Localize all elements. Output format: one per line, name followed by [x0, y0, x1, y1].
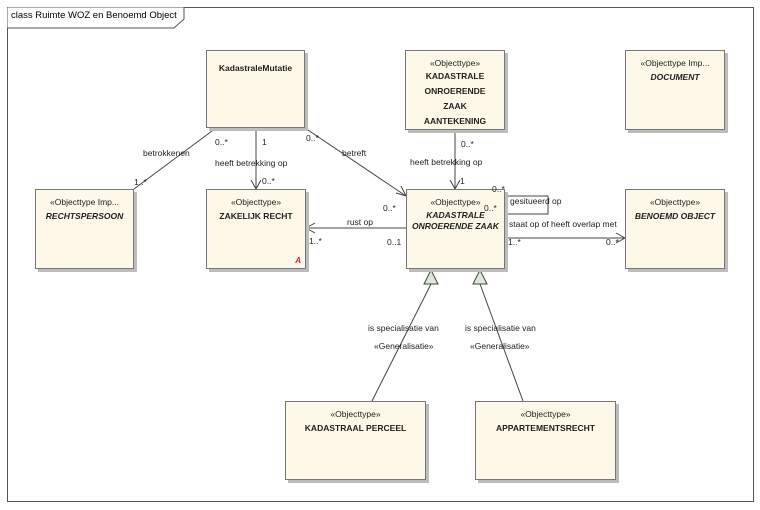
class-rechtspersoon[interactable]: «Objecttype Imp... RECHTSPERSOON — [35, 189, 134, 269]
class-benoemd-object[interactable]: «Objecttype» BENOEMD OBJECT — [625, 189, 725, 269]
generalization-triangle-appartement — [472, 268, 488, 285]
hbo-zr-target-mult: 0..* — [262, 176, 275, 186]
class-document[interactable]: «Objecttype Imp... DOCUMENT — [625, 50, 725, 130]
hbo-koz-label: heeft betrekking op — [410, 157, 483, 167]
class-name: DOCUMENT — [650, 72, 700, 82]
gesitueerd-op-target-mult: 0..* — [484, 203, 497, 213]
class-name: KADASTRALE ONROERENDE ZAAK — [412, 210, 499, 231]
edge-specialisatie-appartement — [479, 283, 524, 402]
class-kadastrale-aantekening[interactable]: «Objecttype» KADASTRALE ONROERENDE ZAAK … — [405, 50, 505, 130]
class-stereotype: «Objecttype» — [429, 58, 481, 68]
class-stereotype: «Objecttype» — [649, 197, 701, 207]
hbo-koz-source-mult: 0..* — [461, 139, 474, 149]
class-name: ZAKELIJK RECHT — [219, 211, 293, 221]
class-name: RECHTSPERSOON — [45, 211, 124, 221]
class-kadastrale-mutatie[interactable]: KadastraleMutatie — [206, 50, 305, 128]
class-appartementsrecht[interactable]: «Objecttype» APPARTEMENTSRECHT — [475, 401, 616, 480]
class-stereotype: «Objecttype Imp... — [50, 197, 119, 207]
class-stereotype: «Objecttype» — [230, 197, 282, 207]
class-kadastrale-onroerende-zaak[interactable]: «Objecttype» KADASTRALE ONROERENDE ZAAK — [406, 189, 505, 269]
arrow-zr-rust-op — [304, 222, 316, 234]
specialisatie-appartement-label: is specialisatie van — [465, 323, 536, 333]
specialisatie-appartement-stereotype: «Generalisatie» — [470, 341, 530, 351]
edge-specialisatie-perceel — [371, 283, 432, 402]
hbo-zr-label: heeft betrekking op — [215, 158, 288, 168]
edge-gesitueerd-op — [505, 195, 549, 215]
edge-betreft — [304, 127, 407, 197]
staat-op-source-mult: 1..* — [508, 237, 521, 247]
class-stereotype: «Objecttype» — [330, 409, 381, 419]
staat-op-target-mult: 0..* — [606, 237, 619, 247]
gesitueerd-op-label: gesitueerd op — [510, 196, 562, 206]
betrokkenen-source-mult: 0..* — [215, 137, 228, 147]
class-stereotype: «Objecttype Imp... — [640, 58, 710, 68]
betrokkenen-target-mult: 1..* — [134, 177, 147, 187]
class-kadastraal-perceel[interactable]: «Objecttype» KADASTRAAL PERCEEL — [285, 401, 426, 480]
gesitueerd-op-source-mult: 0..* — [492, 184, 505, 194]
staat-op-label: staat op of heeft overlap met — [509, 219, 617, 229]
class-name: KADASTRAAL PERCEEL — [304, 423, 407, 433]
abstract-marker: A — [295, 256, 301, 265]
betrokkenen-label: betrokkenen — [143, 148, 190, 158]
class-name: APPARTEMENTSRECHT — [495, 423, 595, 433]
diagram-frame-tab: class Ruimte WOZ en Benoemd Object — [7, 7, 185, 29]
class-zakelijk-recht[interactable]: «Objecttype» ZAKELIJK RECHT A — [206, 189, 306, 269]
class-stereotype: «Objecttype» — [430, 197, 481, 207]
class-name: KadastraleMutatie — [218, 63, 293, 73]
diagram-title: class Ruimte WOZ en Benoemd Object — [11, 10, 177, 21]
betreft-target-mult: 0..* — [383, 203, 396, 213]
class-name: BENOEMD OBJECT — [634, 211, 716, 221]
generalization-triangle-perceel — [423, 268, 439, 285]
rust-op-label: rust op — [347, 217, 373, 227]
hbo-koz-target-mult: 1 — [460, 176, 465, 186]
specialisatie-perceel-label: is specialisatie van — [368, 323, 439, 333]
class-name: KADASTRALE ONROERENDE ZAAK AANTEKENING — [423, 71, 487, 126]
betreft-label: betreft — [342, 148, 367, 158]
betreft-source-mult: 0..* — [306, 133, 319, 143]
edge-betrokkenen — [133, 127, 217, 190]
specialisatie-perceel-stereotype: «Generalisatie» — [374, 341, 434, 351]
rust-op-target-mult: 0..1 — [387, 237, 402, 247]
rust-op-source-mult: 1..* — [309, 236, 322, 246]
class-stereotype: «Objecttype» — [520, 409, 571, 419]
hbo-zr-source-mult: 1 — [262, 137, 267, 147]
